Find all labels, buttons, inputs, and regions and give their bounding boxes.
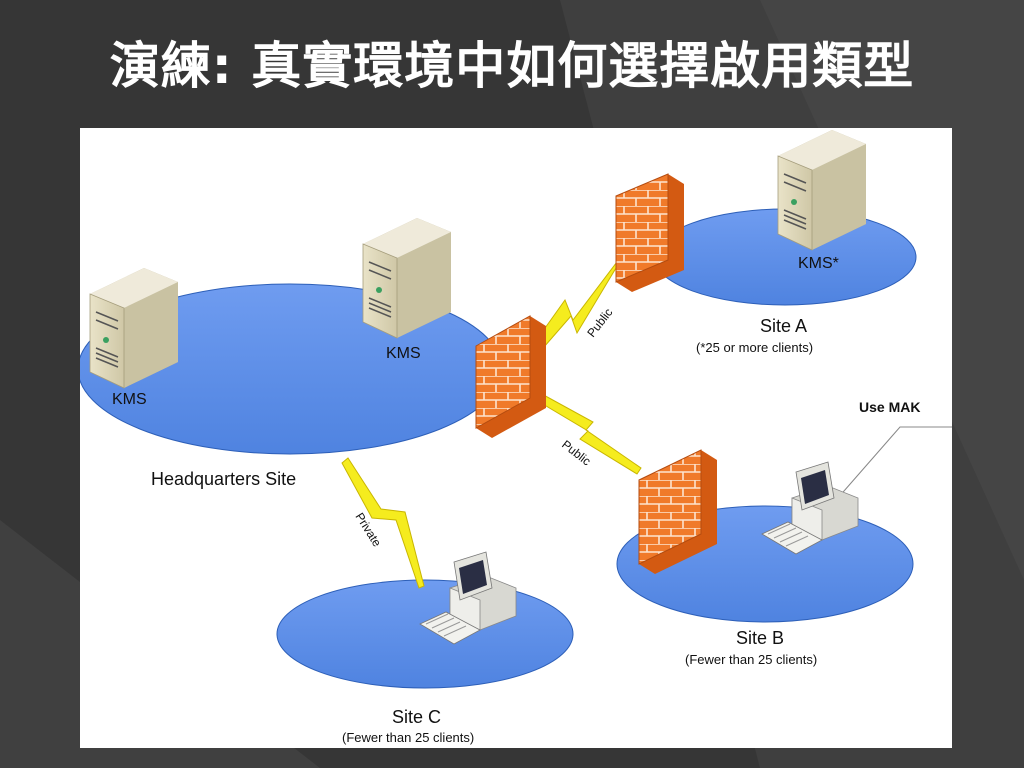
lightning-link-icon: [341, 457, 425, 589]
network-diagram: Public Public Private: [80, 128, 952, 748]
kms-label-hq-right: KMS: [386, 345, 421, 362]
firewall-icon: [615, 173, 684, 292]
site-b-note: (Fewer than 25 clients): [685, 652, 817, 667]
site-a-name: Site A: [760, 316, 807, 336]
server-icon: [89, 268, 178, 389]
workstation-icon: [419, 551, 517, 645]
slide-title: 演練: 真實環境中如何選擇啟用類型: [109, 37, 915, 95]
kms-label-hq-left: KMS: [112, 391, 147, 408]
use-mak-callout: Use MAK: [859, 399, 920, 415]
site-c-name: Site C: [392, 707, 441, 727]
site-b-name: Site B: [736, 628, 784, 648]
lightning-link-icon: [535, 392, 642, 475]
site-c-note: (Fewer than 25 clients): [342, 730, 474, 745]
headquarters-site-label: Headquarters Site: [151, 469, 296, 489]
firewall-icon: [475, 315, 546, 438]
server-icon: [362, 218, 451, 339]
site-a-note: (*25 or more clients): [696, 340, 813, 355]
server-icon: [777, 130, 866, 251]
firewall-icon: [638, 449, 717, 574]
kms-label-site-a: KMS*: [798, 255, 839, 272]
workstation-icon: [761, 461, 859, 555]
callout-line: [836, 426, 952, 500]
site-c-ellipse: [276, 579, 574, 689]
